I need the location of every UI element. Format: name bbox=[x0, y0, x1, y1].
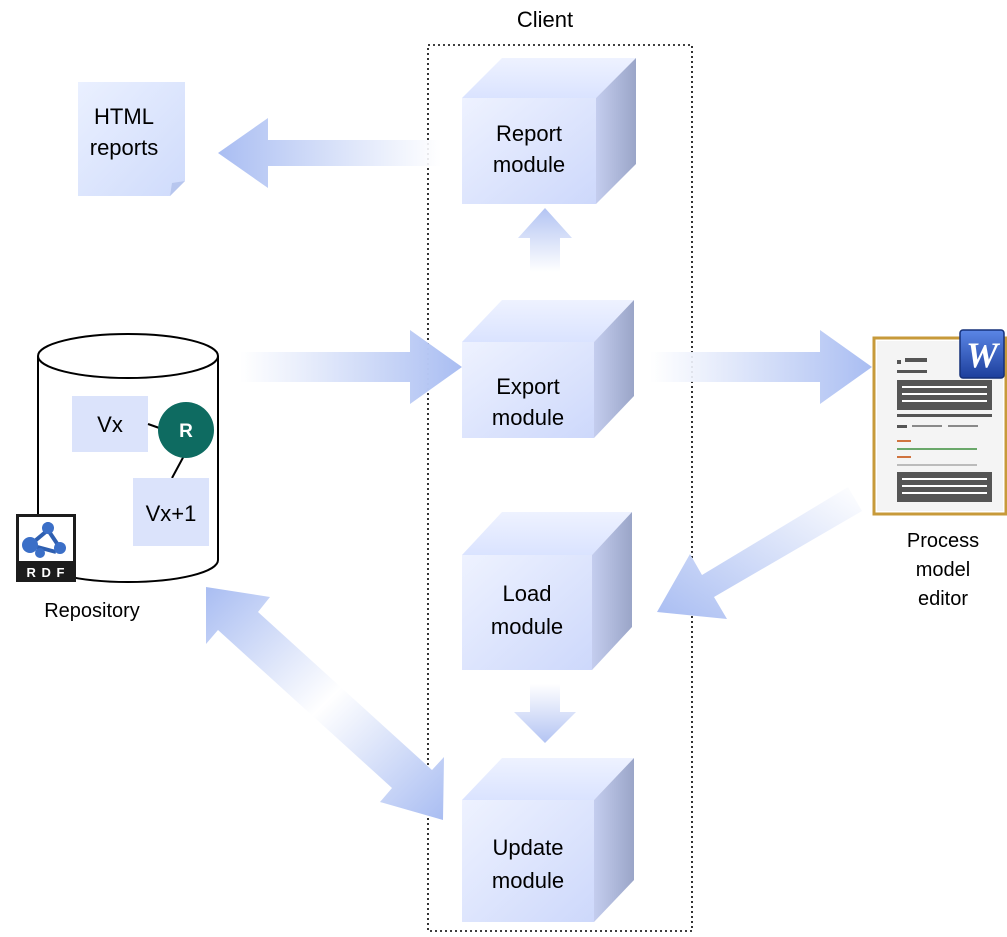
report-module: Report module bbox=[462, 58, 636, 204]
svg-text:R D F: R D F bbox=[27, 565, 66, 580]
export-module-line-1: Export bbox=[496, 374, 560, 399]
word-icon: W bbox=[959, 329, 1005, 379]
svg-text:W: W bbox=[966, 335, 1001, 375]
html-reports-document: HTML reports bbox=[78, 82, 185, 196]
update-module: Update module bbox=[462, 758, 634, 922]
node-r: R bbox=[158, 402, 214, 458]
load-module-line-1: Load bbox=[503, 581, 552, 606]
client-container: Client bbox=[427, 7, 693, 932]
rdf-logo-icon: R D F bbox=[16, 514, 76, 582]
node-vx1: Vx+1 bbox=[133, 478, 209, 546]
arrow-export-to-report bbox=[518, 208, 572, 272]
editor-label-line-3: editor bbox=[918, 588, 968, 610]
arrow-editor-to-load bbox=[657, 487, 862, 619]
html-reports-line-1: HTML bbox=[94, 104, 154, 129]
node-vx-label: Vx bbox=[97, 412, 123, 437]
editor-label-line-1: Process bbox=[907, 530, 979, 552]
arrow-repository-to-export bbox=[240, 330, 462, 404]
arrow-load-to-update bbox=[514, 684, 576, 743]
export-module: Export module bbox=[462, 300, 634, 438]
update-module-line-1: Update bbox=[493, 835, 564, 860]
node-r-label: R bbox=[179, 421, 193, 442]
load-module-line-2: module bbox=[491, 614, 563, 639]
report-module-line-2: module bbox=[493, 152, 565, 177]
arrow-report-to-html bbox=[218, 118, 441, 188]
arrow-export-to-editor bbox=[650, 330, 872, 404]
node-vx1-label: Vx+1 bbox=[146, 501, 197, 526]
html-reports-line-2: reports bbox=[90, 135, 158, 160]
export-module-line-2: module bbox=[492, 405, 564, 430]
arrow-update-repository-bidirectional bbox=[206, 587, 444, 820]
repository-cylinder: Vx Vx+1 R bbox=[37, 333, 219, 583]
node-vx: Vx bbox=[72, 396, 148, 452]
editor-label-line-2: model bbox=[916, 559, 970, 581]
repository-label: Repository bbox=[44, 600, 140, 622]
load-module: Load module bbox=[462, 512, 632, 670]
process-model-editor-icon: W bbox=[872, 329, 1007, 516]
client-title: Client bbox=[517, 7, 573, 32]
update-module-line-2: module bbox=[492, 868, 564, 893]
report-module-line-1: Report bbox=[496, 121, 562, 146]
